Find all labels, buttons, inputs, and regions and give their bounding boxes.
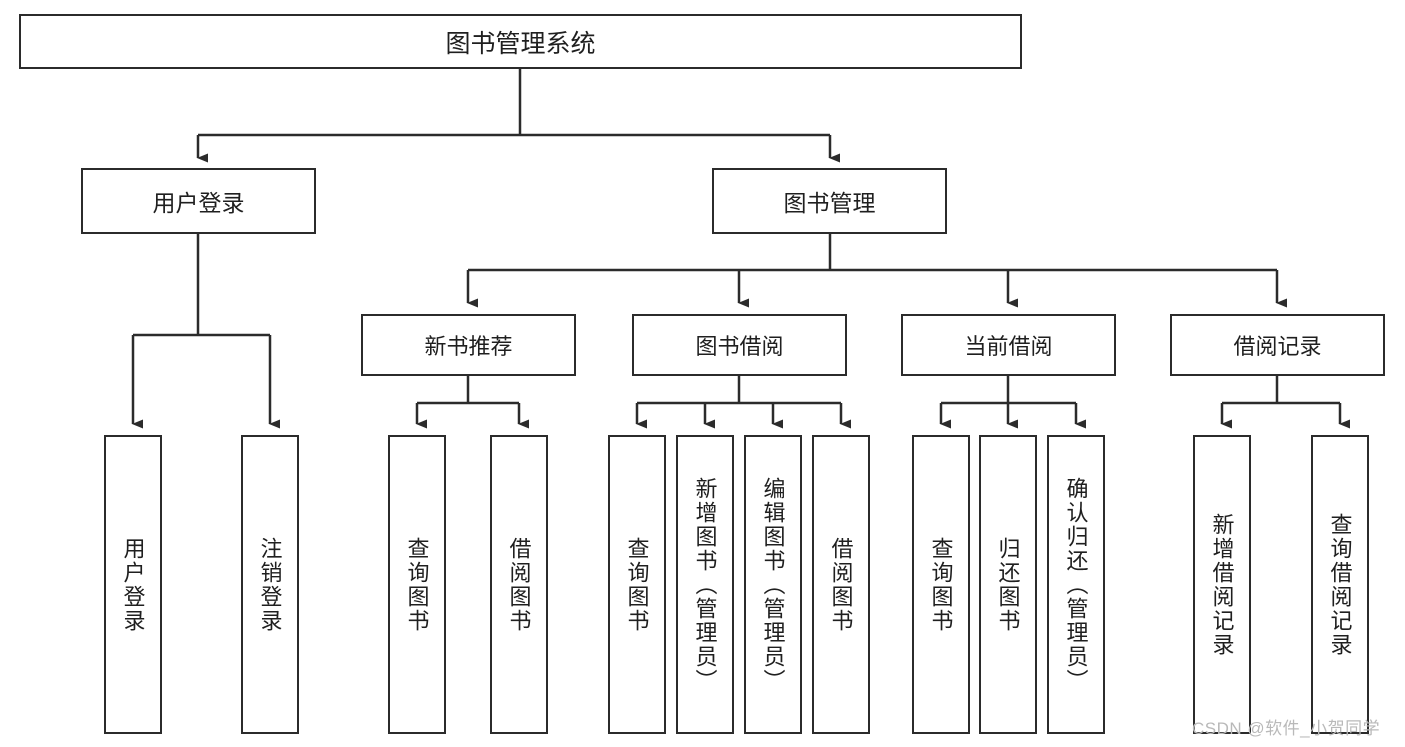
leaf-book-borrow-edit-book-admin[interactable]: 编辑图书（管理员） [744,435,802,734]
leaf-book-borrow-borrow-book[interactable]: 借阅图书 [812,435,870,734]
node-user-login[interactable]: 用户登录 [81,168,316,234]
leaf-label: 查询借阅记录 [1327,512,1353,657]
leaf-current-borrow-query-book[interactable]: 查询图书 [912,435,970,734]
node-label: 当前借阅 [964,334,1053,359]
node-current-borrow[interactable]: 当前借阅 [901,314,1116,376]
leaf-borrow-record-add-record[interactable]: 新增借阅记录 [1193,435,1251,734]
leaf-label: 借阅图书 [506,536,532,633]
node-borrow-record[interactable]: 借阅记录 [1170,314,1385,376]
leaf-label: 编辑图书（管理员） [760,476,786,693]
watermark-text: CSDN @软件_小贺同学 [1192,719,1381,738]
leaf-label: 借阅图书 [828,536,854,633]
leaf-borrow-record-query-record[interactable]: 查询借阅记录 [1311,435,1369,734]
node-new-book-recommend[interactable]: 新书推荐 [361,314,576,376]
node-label: 图书借阅 [695,334,784,359]
leaf-book-borrow-add-book-admin[interactable]: 新增图书（管理员） [676,435,734,734]
node-label: 借阅记录 [1233,334,1322,359]
node-label: 新书推荐 [424,334,513,359]
node-label: 图书管理 [783,190,876,216]
leaf-label: 归还图书 [995,536,1021,633]
leaf-label: 查询图书 [404,536,430,633]
leaf-label: 用户登录 [120,536,146,633]
leaf-label: 查询图书 [928,536,954,633]
leaf-user-login-login[interactable]: 用户登录 [104,435,162,734]
leaf-label: 新增图书（管理员） [692,476,718,693]
leaf-new-book-query-book[interactable]: 查询图书 [388,435,446,734]
node-book-borrow[interactable]: 图书借阅 [632,314,847,376]
node-label: 用户登录 [152,190,245,216]
leaf-book-borrow-query-book[interactable]: 查询图书 [608,435,666,734]
leaf-current-borrow-return-book[interactable]: 归还图书 [979,435,1037,734]
leaf-label: 查询图书 [624,536,650,633]
node-book-management[interactable]: 图书管理 [712,168,947,234]
node-root-book-management-system[interactable]: 图书管理系统 [19,14,1022,69]
leaf-new-book-borrow-book[interactable]: 借阅图书 [490,435,548,734]
leaf-current-borrow-confirm-return-admin[interactable]: 确认归还（管理员） [1047,435,1105,734]
leaf-label: 新增借阅记录 [1209,512,1235,657]
leaf-label: 确认归还（管理员） [1063,476,1089,693]
csdn-watermark: CSDN @软件_小贺同学 [1192,714,1380,739]
leaf-user-login-logout[interactable]: 注销登录 [241,435,299,734]
leaf-label: 注销登录 [257,536,283,633]
node-label: 图书管理系统 [445,29,596,58]
